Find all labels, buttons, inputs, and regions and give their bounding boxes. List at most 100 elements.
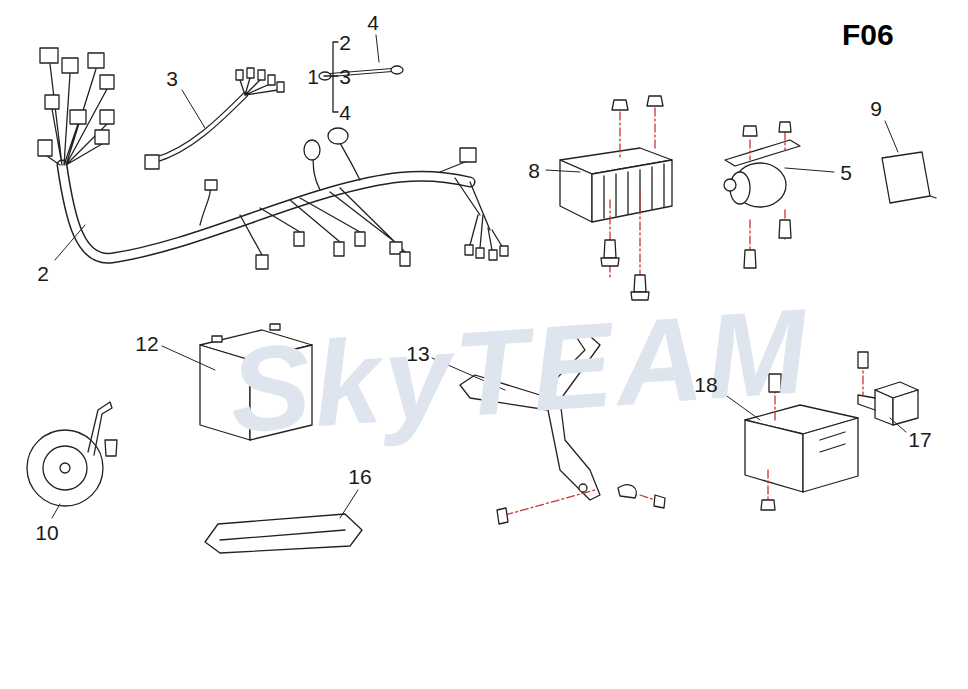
leader-lines [52, 35, 906, 518]
callout-number: 4 [367, 12, 379, 33]
drawing-stroke [890, 418, 906, 432]
drawing-stroke [875, 390, 893, 425]
horn [27, 402, 117, 506]
drawing-stroke [560, 160, 592, 222]
drawing-stroke [820, 432, 845, 452]
drawing-stroke [612, 96, 663, 110]
callout-number: 1 [307, 66, 319, 87]
sub-harness [145, 68, 284, 169]
drawing-stroke [743, 122, 791, 136]
drawing-stroke [220, 530, 345, 540]
drawing-stroke [328, 128, 348, 144]
drawing-stroke [489, 250, 497, 260]
drawing-stroke [294, 232, 304, 246]
drawing-stroke [460, 148, 476, 162]
drawing-stroke [205, 514, 362, 553]
drawing-stroke [236, 70, 243, 80]
callout-number: 12 [135, 333, 158, 354]
drawing-stroke [465, 245, 473, 255]
drawing-stroke [182, 90, 205, 128]
drawing-stroke [155, 95, 245, 160]
drawing-stroke [52, 504, 60, 518]
drawing-stroke [355, 232, 365, 246]
drawing-stroke [505, 490, 655, 515]
drawing-stroke [500, 246, 508, 256]
drawing-stroke [376, 35, 379, 62]
drawing-stroke [162, 346, 215, 370]
drawing-stroke [100, 110, 114, 124]
callout-number: 4 [339, 102, 351, 123]
drawing-stroke [43, 446, 87, 490]
drawing-stroke [893, 390, 918, 425]
drawing-stroke [618, 485, 636, 498]
drawing-stroke [55, 225, 85, 260]
drawing-stroke [497, 508, 508, 524]
starter-relay [724, 122, 800, 268]
drawing-stroke [761, 500, 775, 510]
callout-number: 3 [166, 68, 178, 89]
drawing-stroke [212, 336, 222, 342]
drawing-stroke [882, 152, 930, 203]
drawing-stroke [858, 352, 868, 368]
callout-number: 17 [908, 429, 931, 450]
drawing-stroke [340, 490, 358, 518]
drawing-stroke [95, 130, 109, 144]
flasher-unit [882, 152, 936, 203]
drawing-stroke [930, 196, 936, 198]
drawing-stroke [324, 42, 338, 112]
drawing-stroke [654, 495, 665, 508]
drawing-stroke [885, 121, 898, 152]
callout-number: 3 [339, 66, 351, 87]
drawing-stroke [258, 70, 265, 80]
callout-number: 10 [35, 522, 58, 543]
drawing-stroke [27, 430, 103, 506]
wiring-harness [38, 48, 508, 269]
drawing-stroke [745, 420, 803, 492]
drawing-stroke [247, 68, 254, 78]
drawing-stroke [858, 395, 875, 410]
callout-number: 8 [528, 160, 540, 181]
drawing-stroke [470, 215, 503, 250]
callout-number: 5 [840, 162, 852, 183]
regulator [560, 96, 672, 300]
drawing-stroke [38, 140, 52, 156]
drawing-stroke [400, 252, 410, 266]
drawing-stroke [45, 95, 59, 109]
drawing-stroke [88, 53, 104, 68]
drawing-stroke [725, 140, 800, 166]
callout-number: 16 [348, 466, 371, 487]
drawing-stroke [60, 463, 70, 473]
page-title: F06 [842, 20, 894, 50]
drawing-stroke [579, 484, 587, 492]
watermark: SkyTEAM [226, 290, 814, 450]
drawing-stroke [268, 75, 275, 85]
drawing-stroke [47, 64, 107, 165]
drawing-stroke [604, 164, 664, 218]
drawing-stroke [785, 168, 834, 172]
relay [858, 352, 918, 425]
ground-cable [319, 66, 403, 80]
drawing-stroke [334, 242, 344, 256]
callout-number: 9 [870, 98, 882, 119]
drawing-stroke [27, 35, 936, 553]
drawing-stroke [724, 179, 736, 191]
drawing-stroke [277, 82, 284, 92]
drawing-stroke [100, 75, 114, 89]
drawing-stroke [105, 440, 117, 456]
drawing-stroke [601, 258, 649, 300]
drawing-stroke [62, 58, 78, 73]
drawing-stroke [391, 66, 403, 74]
drawing-stroke [200, 138, 490, 255]
group-bracket [324, 42, 338, 112]
callout-number: 2 [37, 263, 49, 284]
battery-strap [205, 514, 362, 553]
callout-number: 2 [339, 32, 351, 53]
drawing-stroke [205, 180, 217, 190]
callout-number: 13 [406, 343, 429, 364]
drawing-stroke [145, 155, 159, 169]
drawing-stroke [304, 140, 320, 160]
callout-number: 18 [694, 374, 717, 395]
drawing-stroke [803, 418, 858, 492]
drawing-stroke [70, 110, 86, 124]
